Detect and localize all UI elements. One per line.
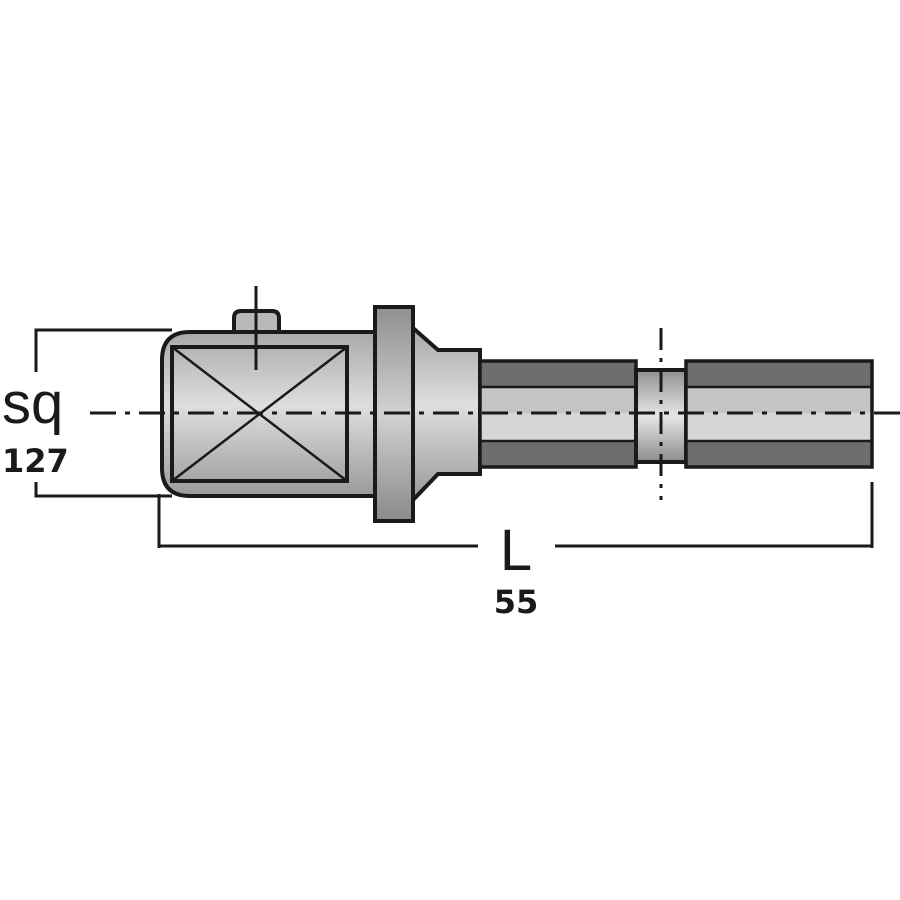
spline-band-lower-light [686,413,872,441]
spline-band-top [686,361,872,387]
square-dimension-value: 127 [2,442,69,480]
spline-band-lower-light [480,413,636,441]
spline-band-top [480,361,636,387]
spline-band-upper-light [480,387,636,413]
spline-band-bottom [480,441,636,467]
spline-section-front [478,359,638,469]
square-dimension-label-gap [0,372,78,482]
length-dimension-value: 55 [494,583,539,621]
spline-section-rear [684,359,874,469]
square-housing [160,286,380,498]
square-dimension: sq 127 [0,328,172,498]
housing-body [160,330,380,498]
length-dimension: L 55 [157,482,874,621]
length-dimension-symbol: L [500,518,532,583]
spline-band-upper-light [686,387,872,413]
spline-band-bottom [686,441,872,467]
square-dimension-symbol: sq [2,371,63,436]
